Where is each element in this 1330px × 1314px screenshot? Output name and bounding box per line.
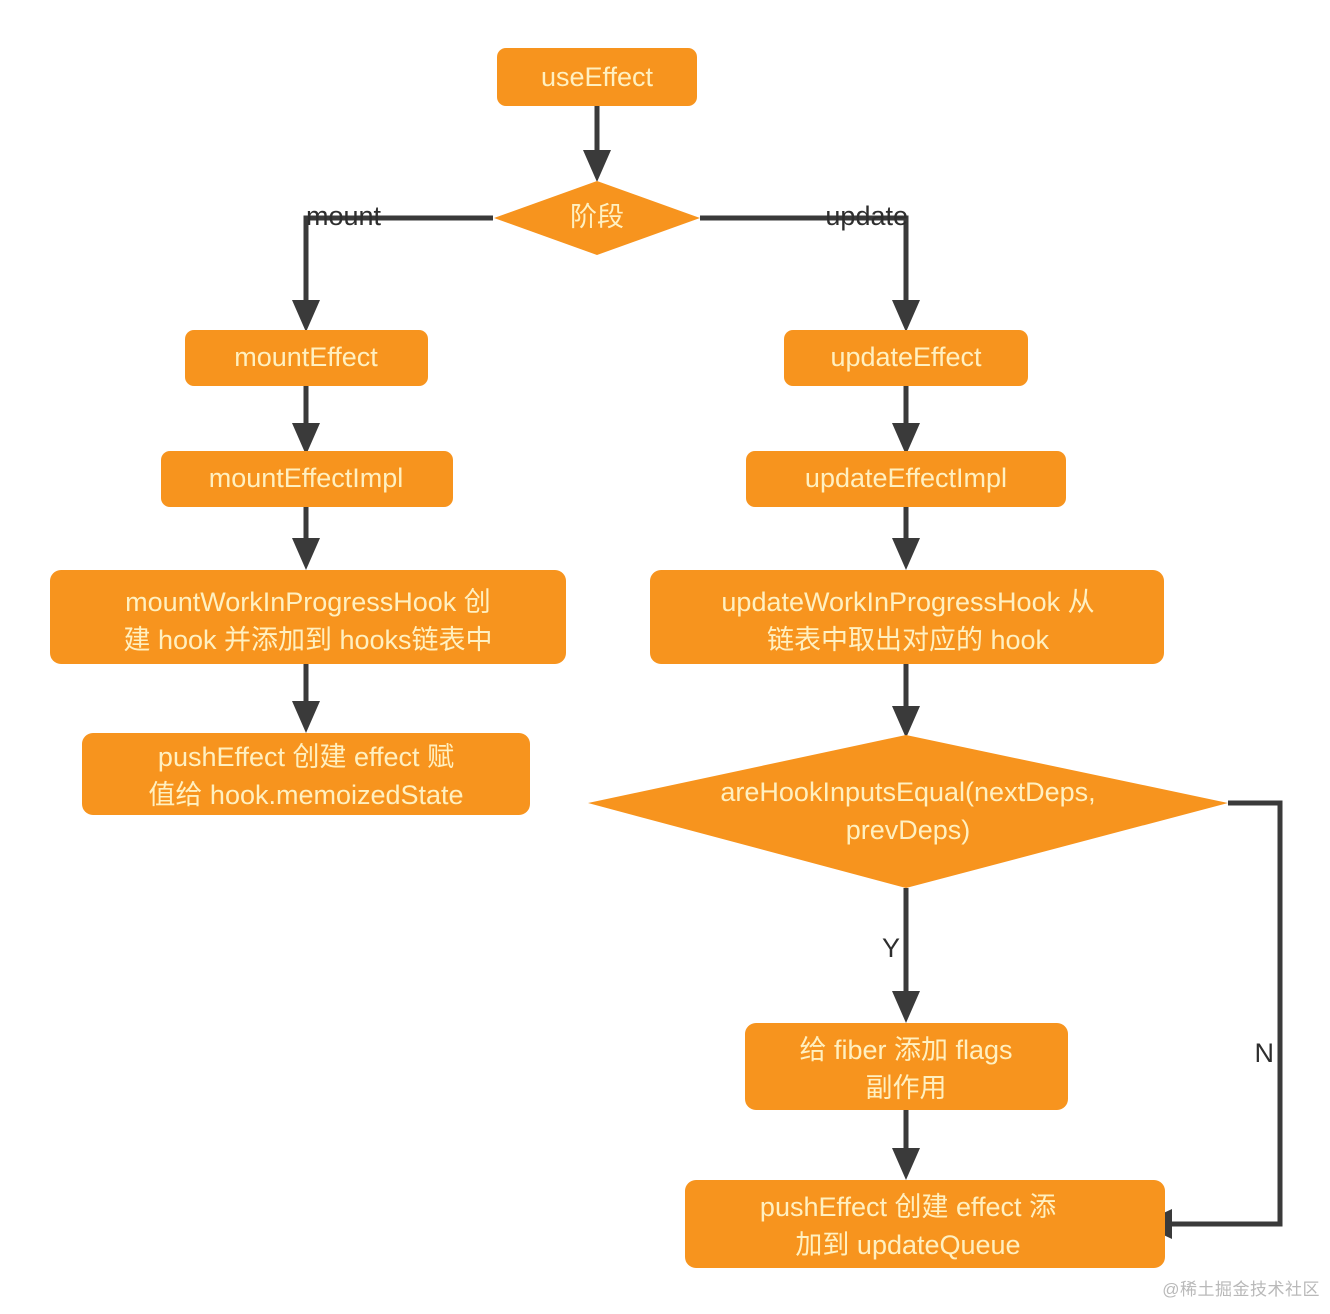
node-updateeffectimpl[interactable]: updateEffectImpl: [746, 451, 1066, 507]
node-updateeffect[interactable]: updateEffect: [784, 330, 1028, 386]
node-updateworkinprogresshook[interactable]: updateWorkInProgressHook 从 链表中取出对应的 hook: [650, 570, 1164, 664]
edge-addflags-to-pusheffect: [892, 1110, 920, 1180]
edge-updateeffect-to-updateeffectimpl: [892, 385, 920, 455]
edge-label-update: update: [825, 201, 908, 231]
edge-useeffect-to-phase: [583, 106, 611, 182]
node-shape: [745, 1023, 1068, 1110]
node-shape: [685, 1180, 1165, 1268]
node-label: updateEffect: [830, 342, 982, 372]
edge-mounteffectimpl-to-mountwiphook: [292, 506, 320, 570]
node-label-line1: pushEffect 创建 effect 赋: [158, 742, 454, 772]
edge-phase-mount: [292, 215, 493, 332]
arrow-head: [583, 150, 611, 182]
watermark: @稀土掘金技术社区: [1162, 1280, 1320, 1299]
node-shape: [161, 451, 453, 507]
edge-label-yes: Y: [882, 933, 900, 963]
arrow-head: [292, 538, 320, 570]
arrow-head: [892, 706, 920, 738]
node-phase-decision[interactable]: 阶段: [494, 181, 700, 255]
node-label: useEffect: [541, 62, 654, 92]
node-shape: [588, 735, 1228, 888]
node-label-line2: 链表中取出对应的 hook: [767, 625, 1050, 655]
node-shape: [82, 733, 530, 815]
node-label: mountEffect: [234, 342, 378, 372]
node-add-fiber-flags[interactable]: 给 fiber 添加 flags 副作用: [745, 1023, 1068, 1110]
node-label: 阶段: [570, 202, 624, 232]
node-label-line2: 副作用: [866, 1073, 947, 1103]
edge-label-mount: mount: [306, 201, 382, 231]
edge-decision-no: [1140, 800, 1283, 1239]
arrow-head: [292, 423, 320, 455]
node-label-line2: 值给 hook.memoizedState: [148, 780, 463, 810]
arrow-head: [892, 300, 920, 332]
edge-mounteffect-to-mounteffectimpl: [292, 385, 320, 455]
node-mounteffectimpl[interactable]: mountEffectImpl: [161, 451, 453, 507]
node-shape: [746, 451, 1066, 507]
node-label-line1: updateWorkInProgressHook 从: [721, 587, 1094, 617]
arrow-head: [892, 1148, 920, 1180]
arrow-head: [292, 300, 320, 332]
node-pusheffect-memoizedstate[interactable]: pushEffect 创建 effect 赋 值给 hook.memoizedS…: [82, 733, 530, 815]
edge-decision-yes: [892, 888, 920, 1023]
arrow-head: [892, 538, 920, 570]
node-label-line1: 给 fiber 添加 flags: [799, 1035, 1012, 1065]
node-label-line2: prevDeps): [846, 815, 971, 845]
edge-updateeffectimpl-to-updatewiphook: [892, 506, 920, 570]
edge-mountwiphook-to-pusheffect: [292, 663, 320, 733]
node-arehookinputsequal-decision[interactable]: areHookInputsEqual(nextDeps, prevDeps): [588, 735, 1228, 888]
node-shape: [50, 570, 566, 664]
node-label-line1: pushEffect 创建 effect 添: [760, 1192, 1056, 1222]
node-shape: [650, 570, 1164, 664]
node-mountworkinprogresshook[interactable]: mountWorkInProgressHook 创 建 hook 并添加到 ho…: [50, 570, 566, 664]
arrow-head: [292, 701, 320, 733]
node-label: mountEffectImpl: [209, 463, 404, 493]
node-label-line1: areHookInputsEqual(nextDeps,: [720, 777, 1095, 807]
arrow-head: [892, 991, 920, 1023]
node-useeffect[interactable]: useEffect: [497, 48, 697, 106]
node-shape: [784, 330, 1028, 386]
node-label-line2: 加到 updateQueue: [795, 1230, 1020, 1260]
edge-phase-update: [700, 215, 920, 332]
node-shape: [497, 48, 697, 106]
arrow-head: [892, 423, 920, 455]
node-label-line2: 建 hook 并添加到 hooks链表中: [123, 625, 492, 655]
node-label-line1: mountWorkInProgressHook 创: [125, 587, 491, 617]
edge-label-no: N: [1255, 1038, 1275, 1068]
node-mounteffect[interactable]: mountEffect: [185, 330, 428, 386]
node-label: updateEffectImpl: [805, 463, 1007, 493]
node-pusheffect-updatequeue[interactable]: pushEffect 创建 effect 添 加到 updateQueue: [685, 1180, 1165, 1268]
edge-updatewiphook-to-decision: [892, 663, 920, 738]
node-shape: [494, 181, 700, 255]
node-shape: [185, 330, 428, 386]
